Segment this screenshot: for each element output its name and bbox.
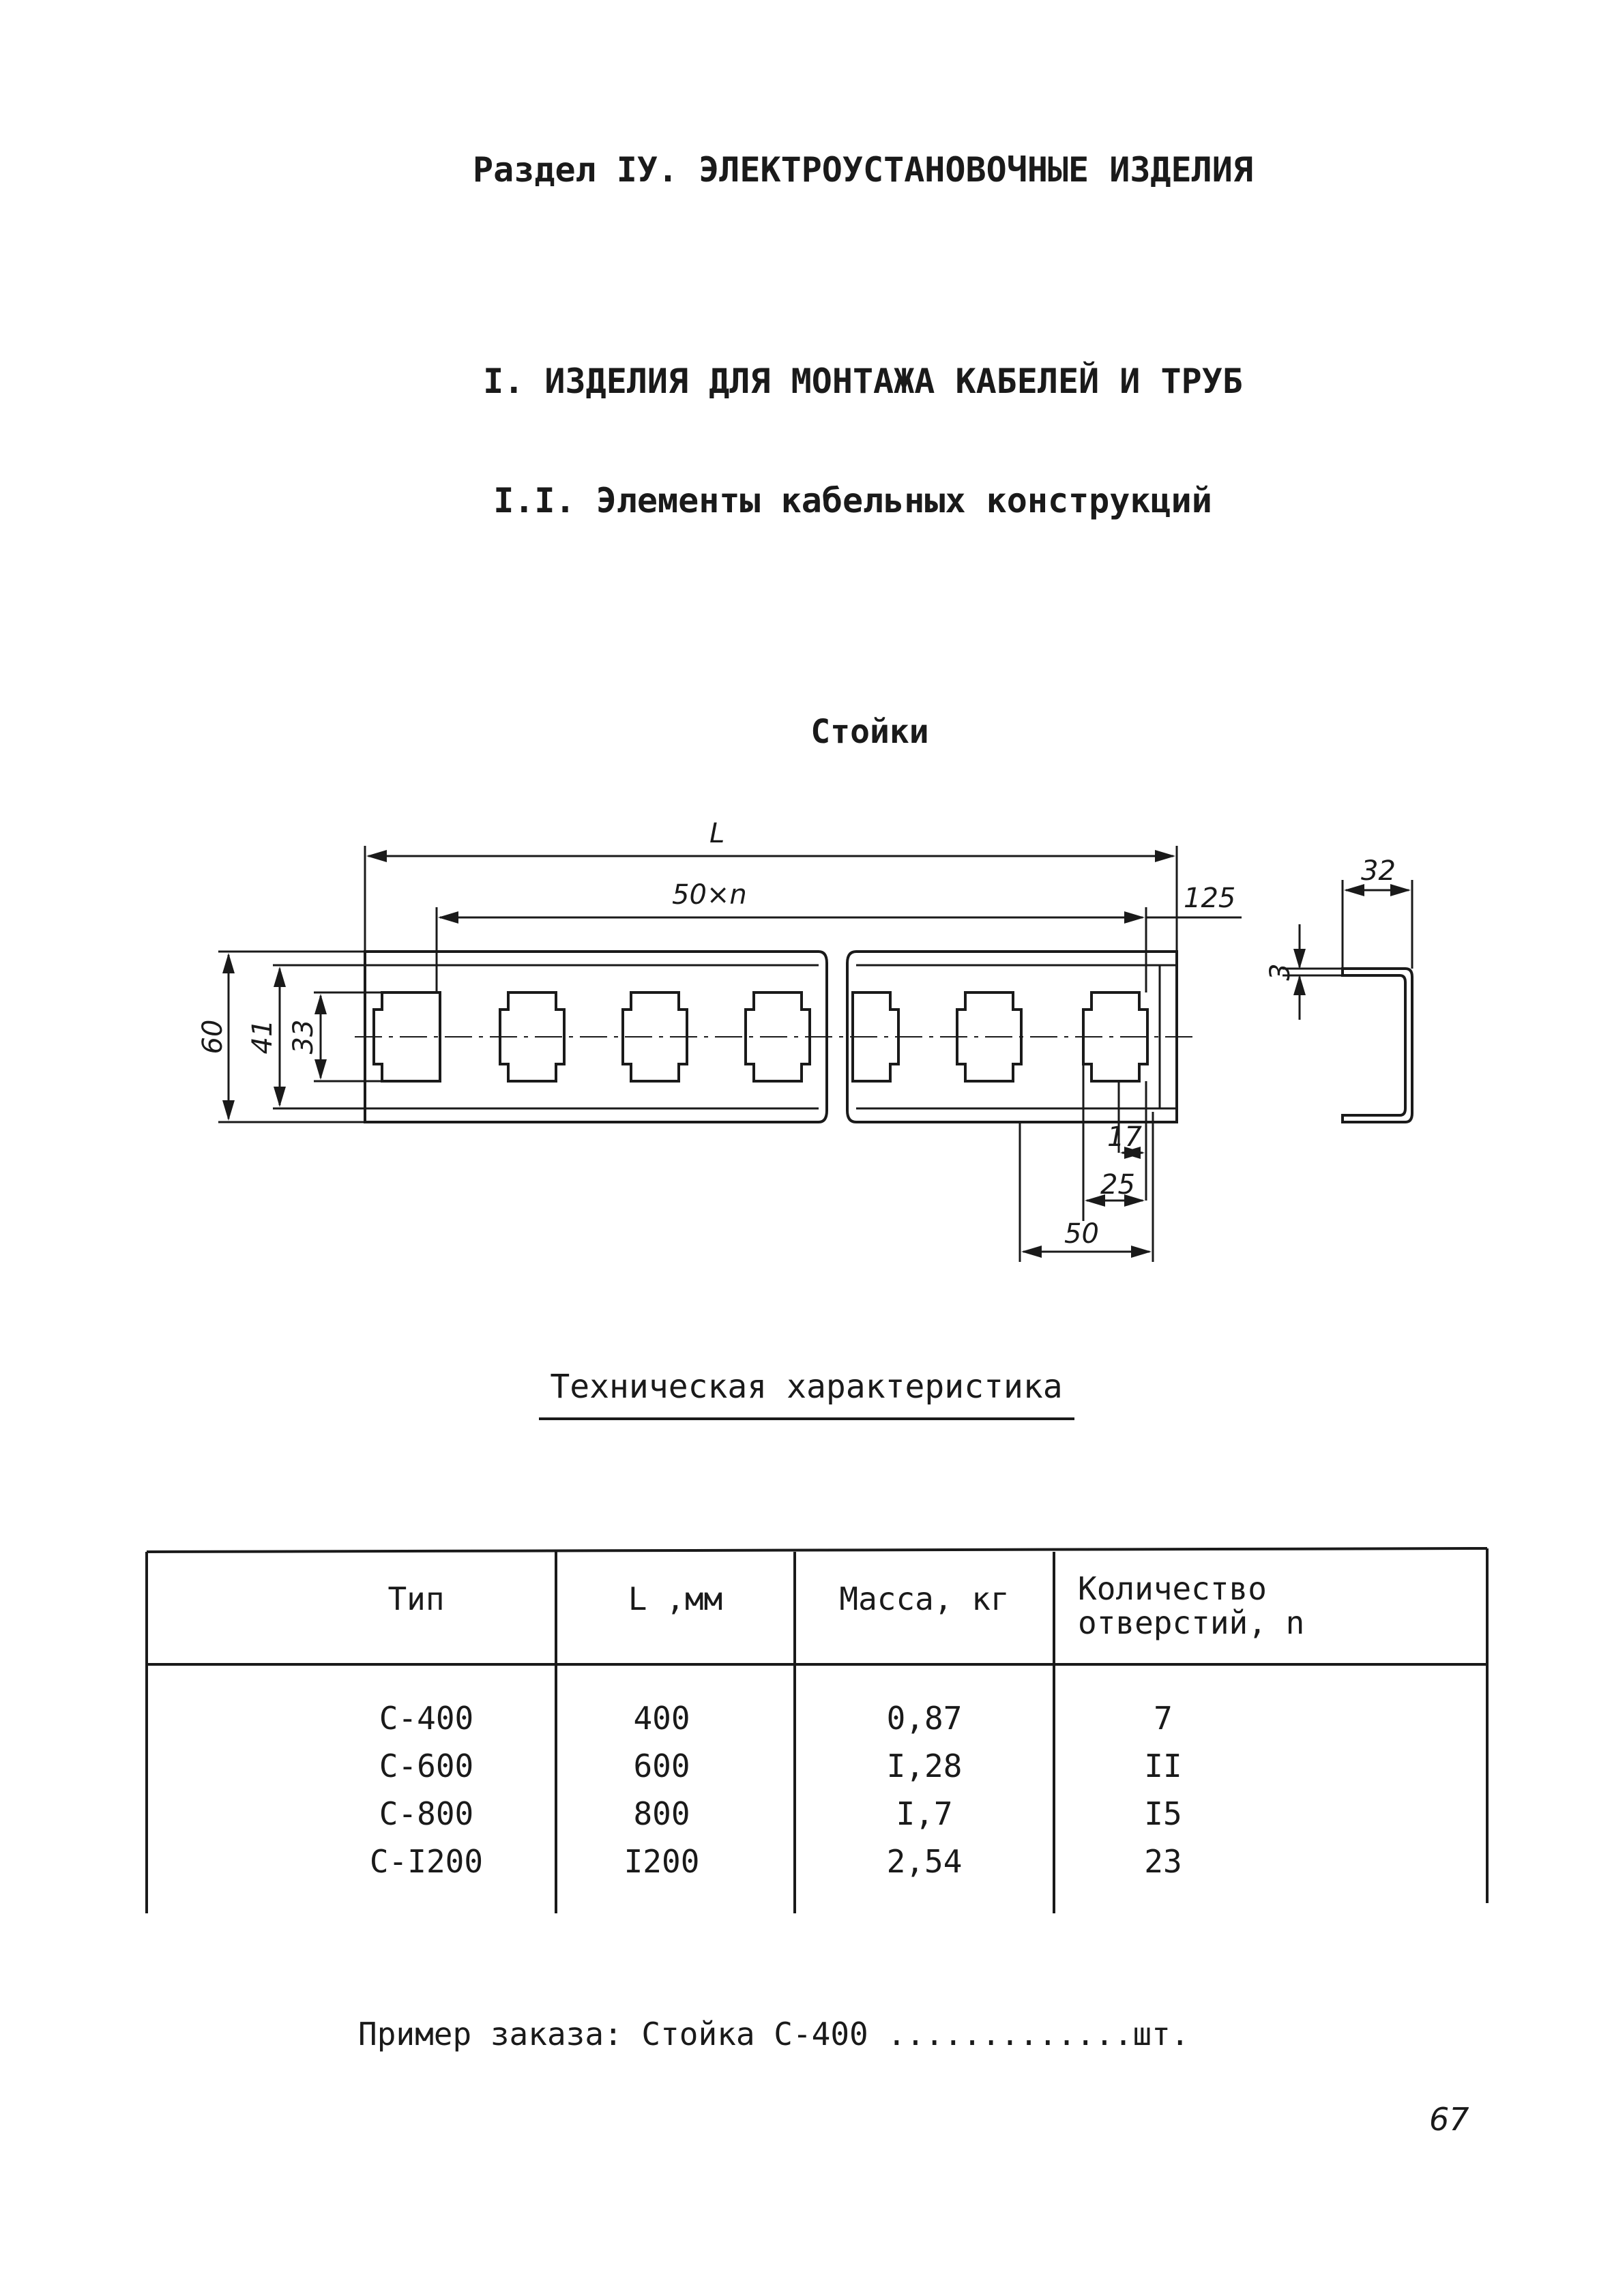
- dim-label-3: 3: [1265, 963, 1296, 980]
- header-mass: Масса, кг: [839, 1580, 1009, 1617]
- cell-type: С-600: [379, 1748, 473, 1784]
- cell-type: С-I200: [370, 1843, 483, 1880]
- rail-left-segment: [364, 950, 828, 1123]
- rail-holes: [372, 991, 1149, 1083]
- slot-hole-1: [372, 991, 441, 1083]
- table-title-underline: [539, 1417, 1074, 1420]
- header-holes-line2: отверстий, n: [1078, 1604, 1304, 1641]
- dim-label-125: 125: [1184, 883, 1235, 914]
- slot-hole-5: [851, 991, 900, 1083]
- page-number: 67: [1429, 2101, 1469, 2138]
- table-row: С-600 600 I,28 II: [379, 1748, 1182, 1784]
- slot-hole-4: [744, 991, 811, 1083]
- dim-label-L: L: [709, 818, 724, 849]
- cell-type: С-800: [379, 1795, 473, 1832]
- table-row: С-800 800 I,7 I5: [379, 1795, 1182, 1832]
- table-row: С-400 400 0,87 7: [379, 1700, 1173, 1737]
- dim-label-33: 33: [288, 1020, 319, 1055]
- cell-mass: I,28: [887, 1748, 963, 1784]
- cell-mass: 0,87: [887, 1700, 963, 1737]
- cell-holes: 23: [1144, 1843, 1182, 1880]
- rail-side-profile: [1283, 880, 1413, 1123]
- dim-label-25: 25: [1100, 1169, 1135, 1201]
- spec-table-grid: [145, 1547, 1489, 1913]
- dimension-lines: [218, 846, 1242, 1262]
- cell-length: 400: [633, 1700, 690, 1737]
- table-title: Техническая характеристика: [550, 1368, 1063, 1406]
- cell-length: 800: [633, 1795, 690, 1832]
- chapter-title: I. ИЗДЕЛИЯ ДЛЯ МОНТАЖА КАБЕЛЕЙ И ТРУБ: [483, 362, 1243, 401]
- section-title: Раздел IУ. ЭЛЕКТРОУСТАНОВОЧНЫЕ ИЗДЕЛИЯ: [473, 150, 1253, 190]
- slot-hole-3: [621, 991, 688, 1083]
- header-type: Тип: [387, 1580, 444, 1617]
- dim-label-pitch: 50×n: [672, 879, 747, 911]
- rail-front-view: [355, 950, 1194, 1123]
- cell-holes: 7: [1154, 1700, 1173, 1737]
- cell-type: С-400: [379, 1700, 473, 1737]
- cell-holes: II: [1144, 1748, 1182, 1784]
- slot-hole-2: [499, 991, 566, 1083]
- c-channel-outline: [1341, 967, 1413, 1123]
- cell-length: I200: [624, 1843, 700, 1880]
- cell-holes: I5: [1144, 1795, 1182, 1832]
- dim-label-32: 32: [1361, 855, 1396, 887]
- subsection-title: I.I. Элементы кабельных конструкций: [493, 481, 1212, 520]
- dim-label-50: 50: [1064, 1218, 1099, 1250]
- drawing-title: Стойки: [810, 713, 929, 751]
- header-length: L ,мм: [628, 1580, 722, 1617]
- dim-label-60: 60: [197, 1020, 229, 1055]
- dim-label-41: 41: [247, 1020, 278, 1055]
- cell-length: 600: [633, 1748, 690, 1784]
- rail-right-segment: [846, 950, 1178, 1123]
- slot-hole-6: [956, 991, 1023, 1083]
- table-row: С-I200 I200 2,54 23: [370, 1843, 1182, 1880]
- header-holes-line1: Количество: [1078, 1570, 1267, 1607]
- order-example: Пример заказа: Стойка С-400 ............…: [358, 2016, 1190, 2052]
- cell-mass: I,7: [896, 1795, 952, 1832]
- cell-mass: 2,54: [887, 1843, 963, 1880]
- dim-label-17: 17: [1107, 1121, 1142, 1153]
- slot-hole-7: [1082, 991, 1149, 1083]
